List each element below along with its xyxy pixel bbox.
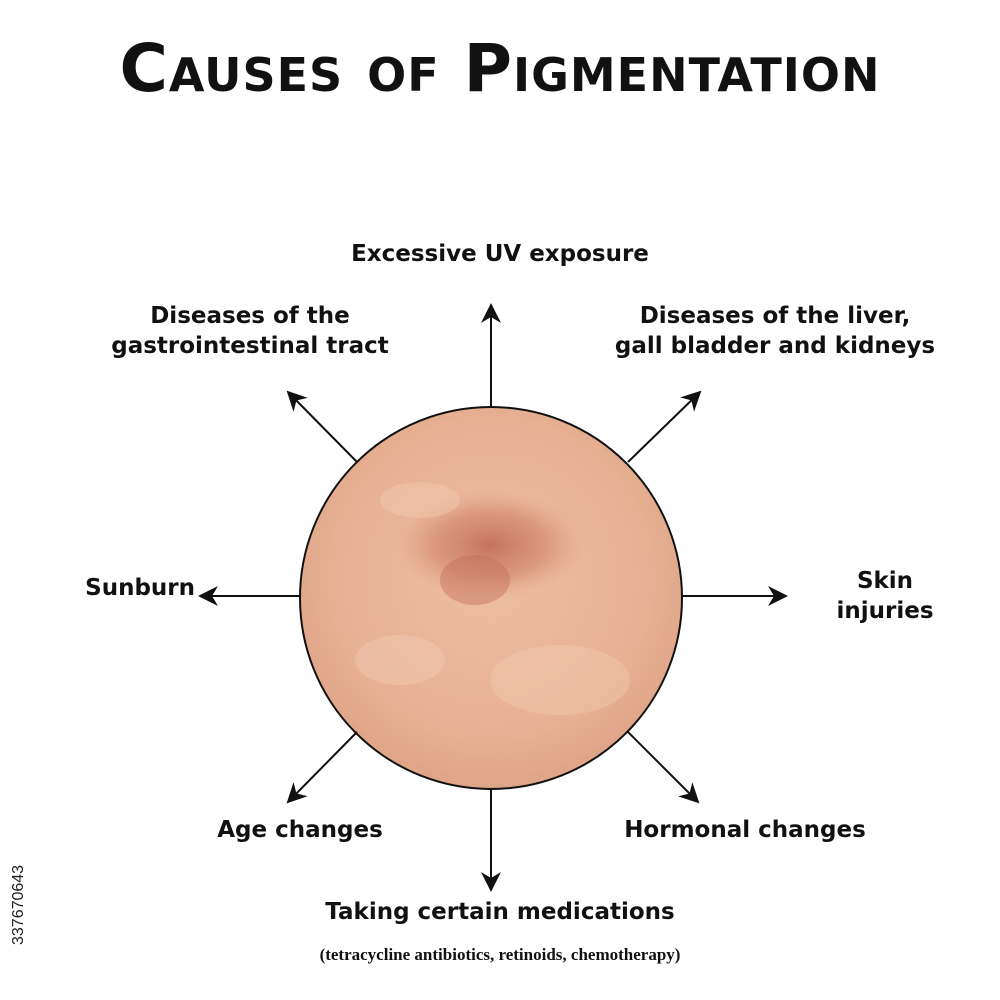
label-gastrointestinal: Diseases of the gastrointestinal tract — [100, 302, 400, 362]
label-liver-kidneys: Diseases of the liver, gall bladder and … — [610, 302, 940, 362]
label-gi-line1: Diseases of the — [150, 303, 350, 329]
pigment-spot — [395, 490, 585, 600]
label-sunburn: Sunburn — [85, 575, 195, 601]
label-medications: Taking certain medications — [325, 899, 675, 925]
label-skin-injuries: Skin injuries — [820, 567, 950, 627]
label-hormonal-changes: Hormonal changes — [624, 817, 866, 843]
label-gi-line2: gastrointestinal tract — [111, 332, 389, 359]
label-age-changes: Age changes — [217, 817, 383, 843]
arrow-up-left — [286, 390, 358, 463]
label-liver-line1: Diseases of the liver, — [639, 303, 911, 329]
label-liver-line2: gall bladder and kidneys — [614, 332, 936, 359]
skin-sample-circle — [299, 406, 683, 790]
pigment-spot-core — [440, 555, 510, 605]
label-skin-line2: injuries — [836, 597, 934, 624]
arrow-down-right — [627, 731, 700, 804]
label-medications-note: (tetracycline antibiotics, retinoids, ch… — [319, 945, 681, 964]
stock-image-id: 337670643 — [10, 864, 27, 945]
arrow-up-right — [627, 390, 702, 463]
label-skin-line1: Skin — [856, 568, 914, 594]
label-uv-exposure: Excessive UV exposure — [351, 241, 649, 267]
arrow-down-left — [286, 731, 358, 804]
page-title: Causes of Pigmentation — [119, 30, 881, 107]
